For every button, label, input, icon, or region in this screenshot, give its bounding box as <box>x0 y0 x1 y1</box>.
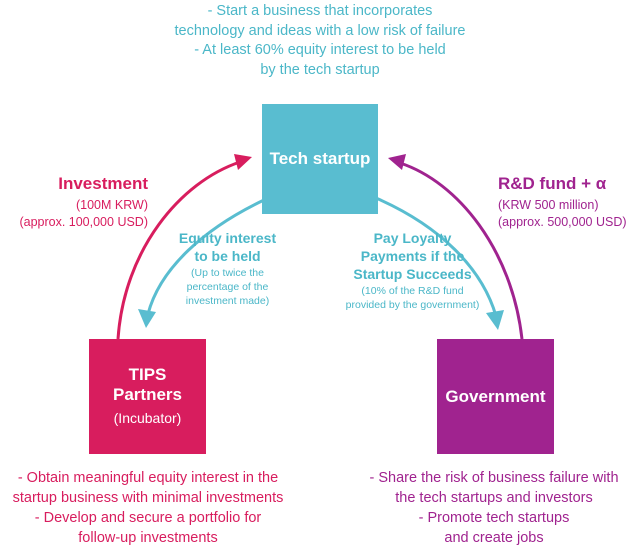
tips-note-line: - Develop and secure a portfolio for <box>34 510 262 526</box>
equity-body-line: percentage of the <box>186 281 269 293</box>
government-note-line: the tech startups and investors <box>395 490 593 506</box>
tech-startup-title: Tech startup <box>269 149 371 168</box>
tips-title-line1: TIPS <box>128 364 167 384</box>
equity-title-line: to be held <box>194 248 261 264</box>
startup-goal-line: - At least 60% equity interest to be hel… <box>194 42 446 58</box>
loyalty-label: Pay Loyalty Payments if the Startup Succ… <box>330 229 495 312</box>
investment-arrowhead <box>234 154 252 170</box>
tips-title-line2: Partners <box>113 384 182 404</box>
equity-body-line: investment made) <box>185 295 270 307</box>
equity-label: Equity interest to be held (Up to twice … <box>140 229 315 308</box>
tips-notes: - Obtain meaningful equity interest in t… <box>2 468 294 548</box>
government-note-line: - Promote tech startups <box>418 510 570 526</box>
loyalty-arrow <box>375 196 498 317</box>
government-note-line: and create jobs <box>444 530 544 546</box>
equity-title-line: Equity interest <box>178 230 277 246</box>
investment-amount-usd: (approx. 100,000 USD) <box>19 215 148 229</box>
startup-goal-line: by the tech startup <box>260 61 380 78</box>
loyalty-body-line: (10% of the R&D fund <box>361 285 464 297</box>
investment-amount: (100M KRW) <box>75 198 148 212</box>
loyalty-title-line: Startup Succeeds <box>353 266 472 282</box>
government-notes: - Share the risk of business failure wit… <box>350 468 638 548</box>
rd-fund-title: R&D fund <box>498 174 577 193</box>
government-note-line: - Share the risk of business failure wit… <box>369 470 619 486</box>
rd-fund-arrow <box>399 161 524 340</box>
startup-goal-line: - Start a business that incorporates <box>207 3 433 19</box>
tips-note-line: - Obtain meaningful equity interest in t… <box>17 470 279 486</box>
loyalty-title-line: Payments if the <box>360 248 465 264</box>
government-title: Government <box>445 386 546 406</box>
tips-partners-box: TIPS Partners (Incubator) <box>89 339 206 454</box>
startup-goals-notes: - Start a business that incorporates tec… <box>130 2 510 80</box>
tips-subtitle: (Incubator) <box>113 409 182 426</box>
rd-fund-plus-alpha: + α <box>581 174 607 193</box>
loyalty-body-line: provided by the government) <box>345 299 480 311</box>
equity-arrowhead <box>138 309 156 328</box>
startup-goal-line: technology and ideas with a low risk of … <box>174 22 466 39</box>
government-box: Government <box>437 339 554 454</box>
investment-title: Investment <box>58 174 148 193</box>
rd-fund-label: R&D fund + α (KRW 500 million) (approx. … <box>498 174 627 231</box>
rd-fund-arrowhead <box>388 154 406 170</box>
investment-label: Investment (100M KRW) (approx. 100,000 U… <box>19 174 148 231</box>
rd-fund-amount-usd: (approx. 500,000 USD) <box>498 215 627 229</box>
rd-fund-amount: (KRW 500 million) <box>498 198 599 212</box>
loyalty-arrowhead <box>486 310 504 330</box>
equity-body-line: (Up to twice the <box>191 267 264 279</box>
investment-arrow <box>116 160 241 340</box>
tips-note-line: follow-up investments <box>78 530 218 546</box>
equity-arrow <box>146 198 265 315</box>
loyalty-title-line: Pay Loyalty <box>373 230 452 246</box>
tech-startup-box: Tech startup <box>262 104 378 214</box>
tips-note-line: startup business with minimal investment… <box>12 490 284 506</box>
